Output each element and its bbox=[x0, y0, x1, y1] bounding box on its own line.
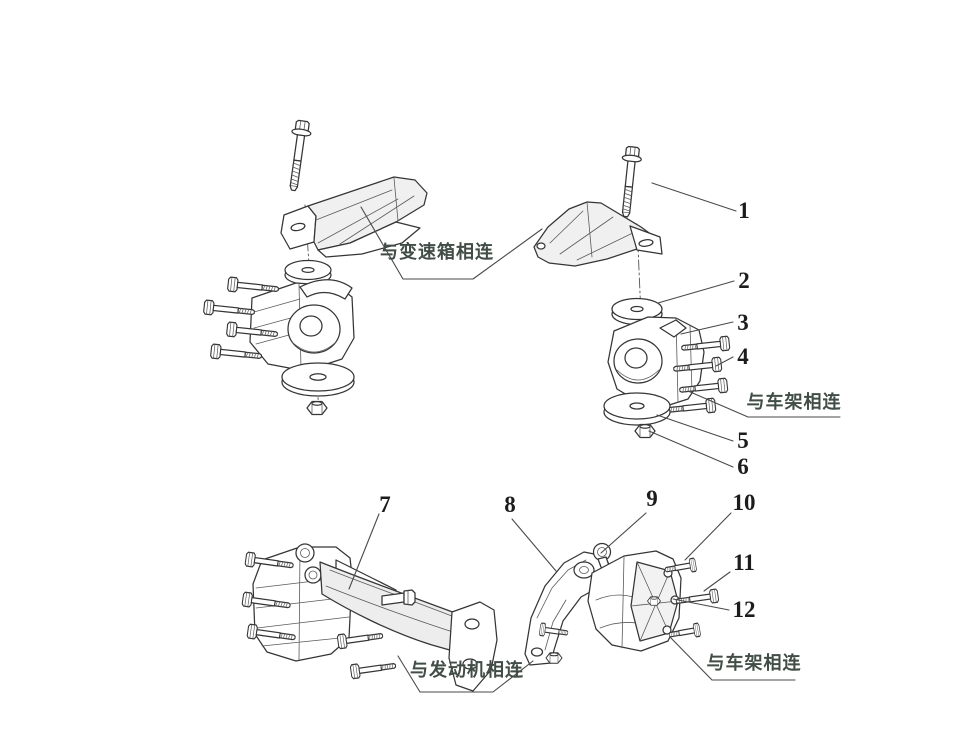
label-engine-connection: 与发动机相连 bbox=[410, 659, 524, 680]
callout-number-12: 12 bbox=[733, 597, 756, 622]
part-washer-5 bbox=[603, 392, 671, 426]
label-leaders bbox=[360, 206, 841, 693]
leader-line-1 bbox=[651, 182, 737, 212]
callout-number-11: 11 bbox=[733, 550, 755, 575]
callout-number-2: 2 bbox=[738, 268, 750, 293]
label-frame-connection-lower: 与车架相连 bbox=[707, 652, 802, 673]
callout-leaders bbox=[348, 182, 737, 611]
assembly-engine-mount-left bbox=[241, 543, 498, 692]
leader-label-transmission bbox=[360, 206, 543, 280]
label-transmission-connection: 与变速箱相连 bbox=[380, 241, 494, 262]
part-bolt-11 bbox=[674, 588, 720, 609]
callout-number-5: 5 bbox=[737, 428, 749, 453]
label-frame-connection-upper: 与车架相连 bbox=[747, 391, 842, 412]
leader-line-2 bbox=[657, 280, 735, 304]
leader-label-frame-upper bbox=[687, 390, 841, 418]
part-bolt bbox=[381, 589, 416, 606]
leader-line-11 bbox=[703, 571, 731, 592]
annotation-labels: 与变速箱相连 与车架相连 与发动机相连 与车架相连 bbox=[380, 241, 842, 680]
leader-line-12 bbox=[672, 598, 730, 611]
callout-number-6: 6 bbox=[737, 454, 749, 479]
part-nut-6 bbox=[634, 423, 656, 439]
leader-line-4 bbox=[715, 356, 734, 367]
assembly-transmission-mount-right bbox=[533, 145, 731, 439]
callout-number-1: 1 bbox=[738, 198, 750, 223]
part-frame-bracket-3 bbox=[607, 316, 705, 408]
part-bolt bbox=[349, 658, 398, 680]
callout-number-9: 9 bbox=[646, 486, 658, 511]
part-nut bbox=[306, 400, 328, 416]
callout-number-4: 4 bbox=[737, 344, 749, 369]
leader-line-3 bbox=[680, 321, 734, 335]
leader-line-9 bbox=[600, 512, 647, 554]
part-mount-bracket-left bbox=[249, 279, 355, 372]
leader-label-frame-lower bbox=[669, 636, 796, 681]
leader-line-8 bbox=[511, 518, 557, 572]
leader-line-5 bbox=[656, 414, 734, 442]
callout-number-8: 8 bbox=[504, 492, 516, 517]
leader-label-engine bbox=[397, 655, 534, 693]
callout-number-10: 10 bbox=[733, 490, 756, 515]
part-bolt-1 bbox=[615, 145, 644, 219]
assembly-transmission-mount-left bbox=[202, 119, 428, 416]
leader-line-10 bbox=[684, 512, 732, 561]
callout-numbers: 1 2 3 4 5 6 7 8 9 10 11 12 bbox=[379, 198, 755, 622]
part-long-bolt bbox=[283, 119, 314, 193]
part-washer-2 bbox=[611, 297, 663, 326]
callout-number-3: 3 bbox=[737, 310, 749, 335]
part-washer-large bbox=[281, 362, 355, 397]
leader-line-6 bbox=[648, 430, 734, 468]
part-nut bbox=[545, 652, 563, 664]
callout-number-7: 7 bbox=[379, 492, 391, 517]
part-transmission-bracket-left bbox=[280, 176, 428, 258]
part-transmission-bracket-right bbox=[533, 201, 663, 267]
assembly-engine-mount-right bbox=[524, 542, 720, 666]
leader-line-7 bbox=[348, 513, 380, 590]
part-bolt bbox=[202, 299, 256, 320]
